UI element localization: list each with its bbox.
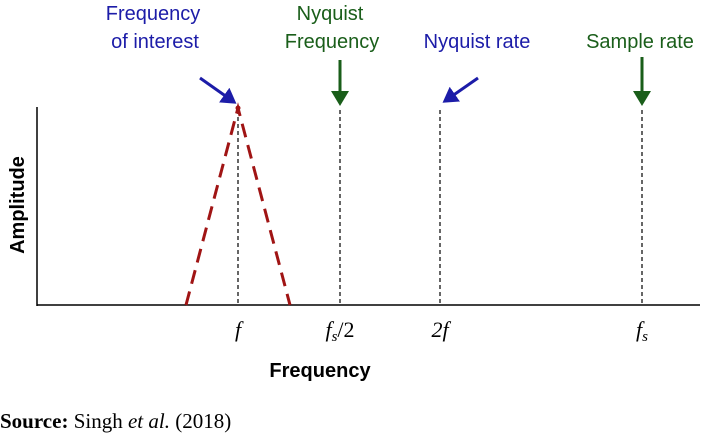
tick-fs-half: fs/2 bbox=[325, 317, 354, 345]
tick-f: f bbox=[235, 317, 244, 342]
signal-peak bbox=[184, 102, 292, 306]
label-nyquist-frequency-1: Nyquist bbox=[297, 3, 364, 25]
arrow-frequency-of-interest bbox=[199, 76, 237, 104]
peak-point bbox=[235, 105, 241, 111]
arrow-nyquist-rate bbox=[442, 76, 479, 103]
label-frequency-of-interest-2: of interest bbox=[111, 31, 199, 53]
label-frequency-of-interest-1: Frequency bbox=[106, 3, 201, 25]
x-axis-title: Frequency bbox=[269, 360, 371, 382]
tick-fs: fs bbox=[636, 317, 648, 345]
tick-2f: 2f bbox=[431, 317, 451, 342]
source-caption: Source: Singh et al. (2018) bbox=[0, 409, 231, 433]
label-nyquist-frequency-2: Frequency bbox=[285, 31, 380, 53]
label-nyquist-rate: Nyquist rate bbox=[424, 31, 531, 53]
label-sample-rate: Sample rate bbox=[586, 31, 694, 53]
y-axis-title: Amplitude bbox=[7, 156, 29, 254]
